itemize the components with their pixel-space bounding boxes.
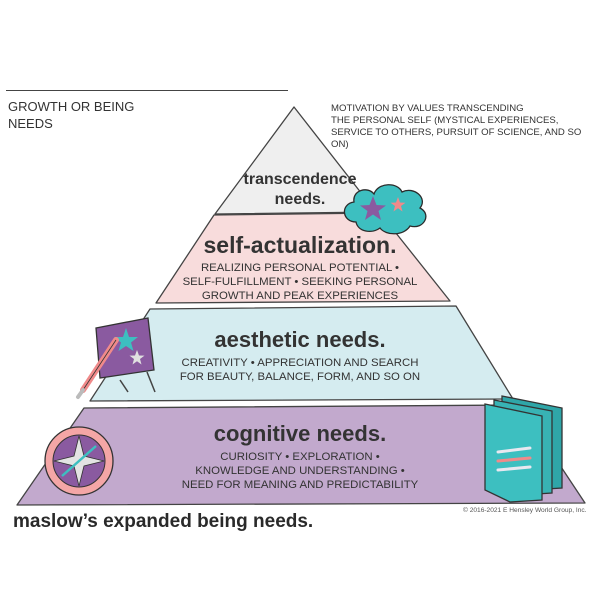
tier-self-actualization-shape — [155, 212, 451, 304]
compass-icon — [44, 426, 114, 496]
tier-self-actualization-desc: REALIZING PERSONAL POTENTIAL • SELF-FULF… — [182, 262, 418, 302]
books-icon — [484, 395, 563, 503]
tier-cognitive-shape — [16, 404, 586, 506]
cloud-stars-icon — [343, 184, 427, 235]
header-divider — [6, 90, 288, 91]
diagram-footer-title: maslow’s expanded being needs. — [13, 511, 314, 532]
copyright-text: © 2016-2021 E Hensley World Group, Inc. — [463, 507, 587, 514]
tier-transcendence-title: transcendence needs. — [243, 171, 357, 208]
tier-self-actualization-title: self-actualization. — [203, 232, 397, 258]
tier-aesthetic-title: aesthetic needs. — [214, 327, 386, 352]
easel-paintbrush-icon — [76, 317, 156, 399]
tier-cognitive-title: cognitive needs. — [213, 421, 387, 446]
tier-cognitive-desc: CURIOSITY • EXPLORATION • KNOWLEDGE AND … — [181, 451, 419, 491]
motivation-note: MOTIVATION BY VALUES TRANSCENDING THE PE… — [331, 103, 582, 150]
tier-transcendence-shape — [214, 106, 377, 215]
growth-needs-label: GROWTH OR BEING NEEDS — [8, 99, 135, 131]
tier-aesthetic-desc: CREATIVITY • APPRECIATION AND SEARCH FOR… — [179, 357, 421, 383]
